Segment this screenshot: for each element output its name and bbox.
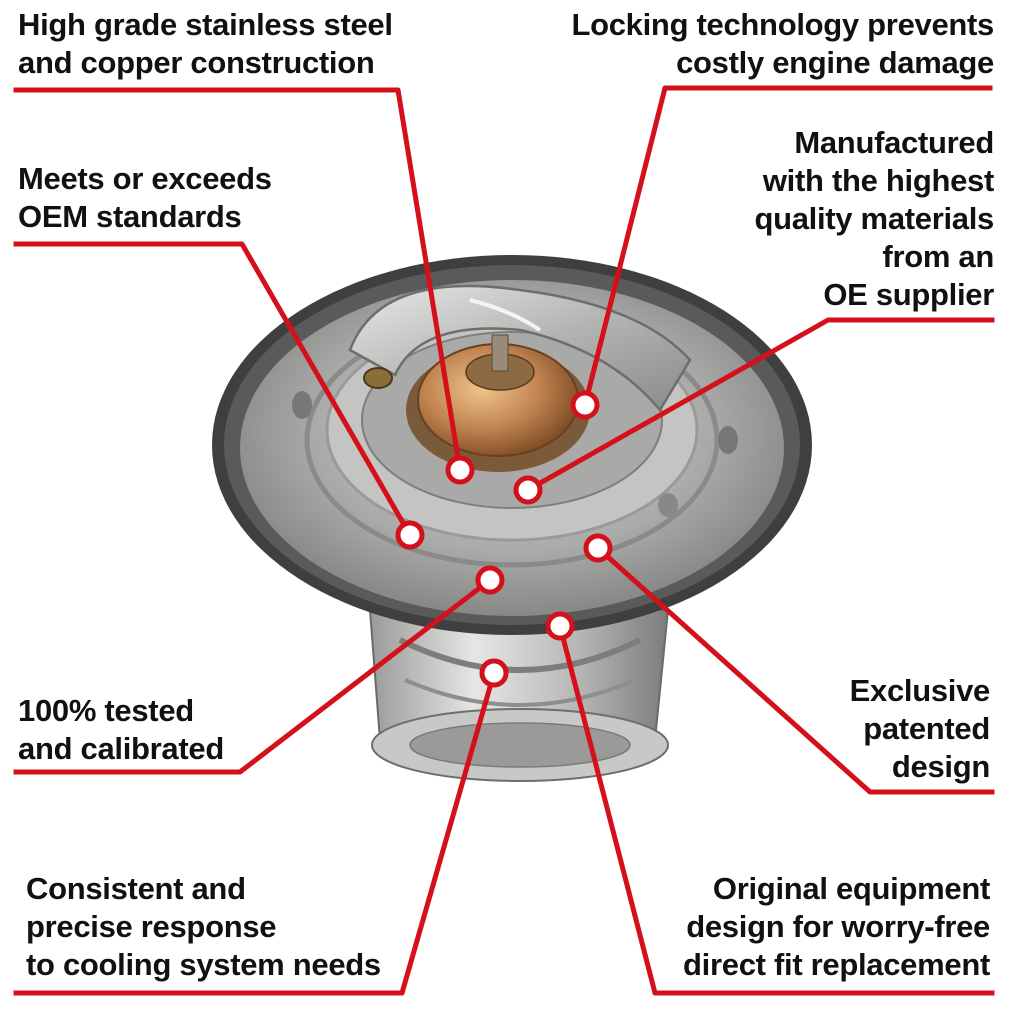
- callout-line-original: [556, 622, 995, 996]
- label-line: OEM standards: [18, 199, 242, 234]
- callout-dots: [395, 390, 613, 688]
- callout-line-consistent: [13, 669, 498, 996]
- label-line: from an: [882, 239, 994, 274]
- label-line: precise response: [26, 909, 277, 944]
- callout-dot-consistent: [479, 658, 509, 688]
- label-line: to cooling system needs: [26, 947, 381, 982]
- callout-label-high-grade: High grade stainless steel and copper co…: [18, 6, 393, 82]
- callout-dot-original: [545, 611, 575, 641]
- callout-line-locking: [581, 85, 993, 409]
- label-line: quality materials: [754, 201, 994, 236]
- label-line: Manufactured: [794, 125, 994, 160]
- label-line: and copper construction: [18, 45, 375, 80]
- thermostat-copper-pellet: [406, 334, 590, 472]
- callout-line-manufactured: [524, 317, 995, 494]
- callout-line-exclusive: [594, 544, 995, 795]
- label-line: costly engine damage: [676, 45, 994, 80]
- label-line: 100% tested: [18, 693, 194, 728]
- label-line: OE supplier: [823, 277, 994, 312]
- label-line: direct fit replacement: [683, 947, 990, 982]
- label-line: design: [891, 749, 990, 784]
- label-line: with the highest: [762, 163, 994, 198]
- label-line: Consistent and: [26, 871, 246, 906]
- callout-label-oem: Meets or exceeds OEM standards: [18, 160, 272, 236]
- callout-label-original: Original equipment design for worry-free…: [683, 870, 990, 984]
- callout-label-consistent: Consistent and precise response to cooli…: [26, 870, 381, 984]
- callout-dot-tested: [475, 565, 505, 595]
- callout-label-exclusive: Exclusive patented design: [849, 672, 991, 786]
- callout-line-oem: [13, 241, 414, 539]
- callout-label-locking: Locking technology prevents costly engin…: [571, 6, 994, 82]
- callout-dot-high-grade: [445, 455, 475, 485]
- callout-line-high-grade: [13, 87, 463, 473]
- label-line: Locking technology prevents: [571, 7, 994, 42]
- callout-dot-oem: [395, 520, 425, 550]
- label-line: Exclusive: [849, 673, 991, 708]
- label-line: and calibrated: [18, 731, 224, 766]
- label-line: High grade stainless steel: [18, 7, 393, 42]
- callout-dot-locking: [570, 390, 600, 420]
- label-line: Meets or exceeds: [18, 161, 272, 196]
- label-line: patented: [863, 711, 990, 746]
- callout-label-manufactured: Manufactured with the highest quality ma…: [754, 124, 994, 314]
- label-line: design for worry-free: [686, 909, 990, 944]
- callout-dot-exclusive: [583, 533, 613, 563]
- label-line: Original equipment: [712, 871, 990, 906]
- callout-line-tested: [13, 576, 494, 775]
- callout-dot-manufactured: [513, 475, 543, 505]
- callout-lines: [13, 85, 995, 996]
- callout-label-tested: 100% tested and calibrated: [18, 692, 224, 768]
